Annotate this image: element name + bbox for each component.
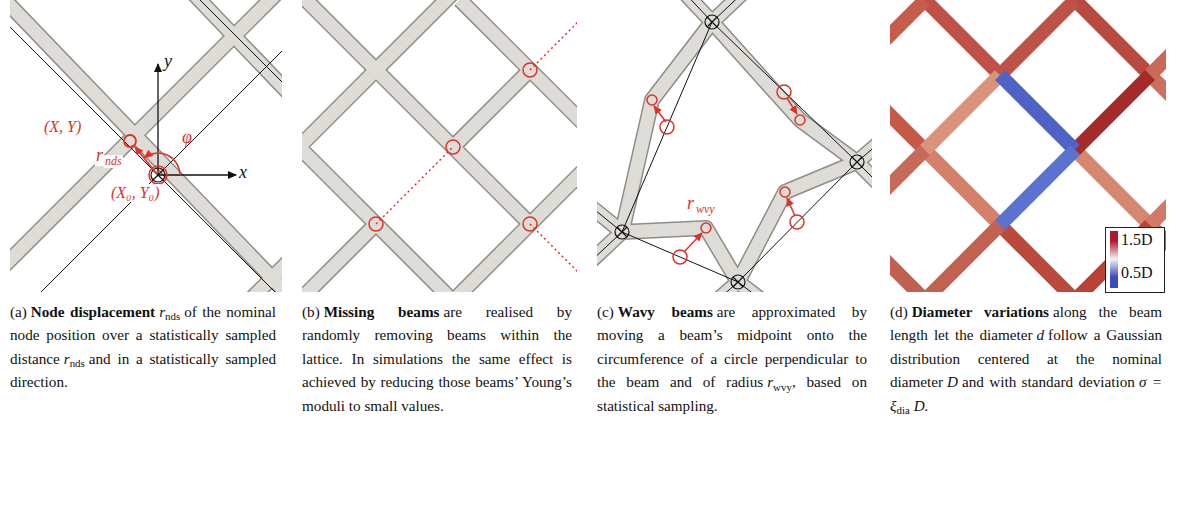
caption-heading: Diameter variations bbox=[912, 303, 1049, 320]
caption-text: r bbox=[159, 303, 165, 320]
caption-text: (a) bbox=[10, 303, 27, 320]
coordinate-label: (X, Y) bbox=[44, 118, 81, 136]
caption-text: (d) bbox=[890, 303, 908, 320]
caption-text: dia bbox=[897, 404, 910, 416]
caption-heading: Missing beams bbox=[324, 303, 440, 320]
caption-text: wvy bbox=[773, 381, 792, 393]
missing-beams-figure bbox=[302, 0, 577, 292]
colorbar-gradient bbox=[1110, 241, 1118, 277]
legend-label: 1.5D bbox=[1121, 231, 1153, 249]
subfigure-caption: (c)Wavy beamsare approximated by moving … bbox=[597, 300, 867, 417]
caption-text: (b) bbox=[302, 303, 320, 320]
symbol-subscript: nds bbox=[104, 155, 123, 168]
caption-text: D. bbox=[914, 397, 929, 414]
coordinate-label: (X₀, Y₀) bbox=[110, 184, 160, 202]
symbol-label: r bbox=[95, 146, 104, 166]
axis-label: y bbox=[164, 52, 172, 72]
diameter-variation-figure bbox=[890, 0, 1166, 292]
angle-label: φ bbox=[182, 128, 192, 148]
wavy-beams-figure bbox=[597, 0, 872, 292]
caption-heading: Wavy beams bbox=[618, 303, 713, 320]
symbol-label: r bbox=[686, 194, 695, 214]
caption-text: (c) bbox=[597, 303, 614, 320]
subfigure-caption: (a)Node displacementrndsof the nominal n… bbox=[10, 300, 276, 394]
caption-text: r bbox=[767, 373, 773, 390]
caption-text: nds bbox=[165, 310, 180, 322]
caption-text: D bbox=[947, 373, 958, 390]
caption-text: d bbox=[1037, 326, 1045, 343]
subfigure-caption: (d)Diameter variationsalong the beam len… bbox=[890, 300, 1162, 417]
symbol-subscript: wvy bbox=[695, 203, 716, 216]
caption-text: nds bbox=[70, 357, 85, 369]
legend-label: 0.5D bbox=[1121, 264, 1153, 282]
caption-heading: Node displacement bbox=[31, 303, 155, 320]
colorbar-top-swatch bbox=[1110, 231, 1118, 241]
colorbar-bottom-swatch bbox=[1110, 277, 1118, 288]
node-displacement-figure bbox=[10, 0, 282, 292]
subfigure-caption: (b)Missing beamsare realised by randomly… bbox=[302, 300, 572, 417]
axis-label: x bbox=[239, 163, 247, 183]
caption-text: r bbox=[64, 350, 70, 367]
coordinate-axes bbox=[124, 64, 236, 184]
caption-text: and with standard deviation bbox=[962, 373, 1135, 390]
